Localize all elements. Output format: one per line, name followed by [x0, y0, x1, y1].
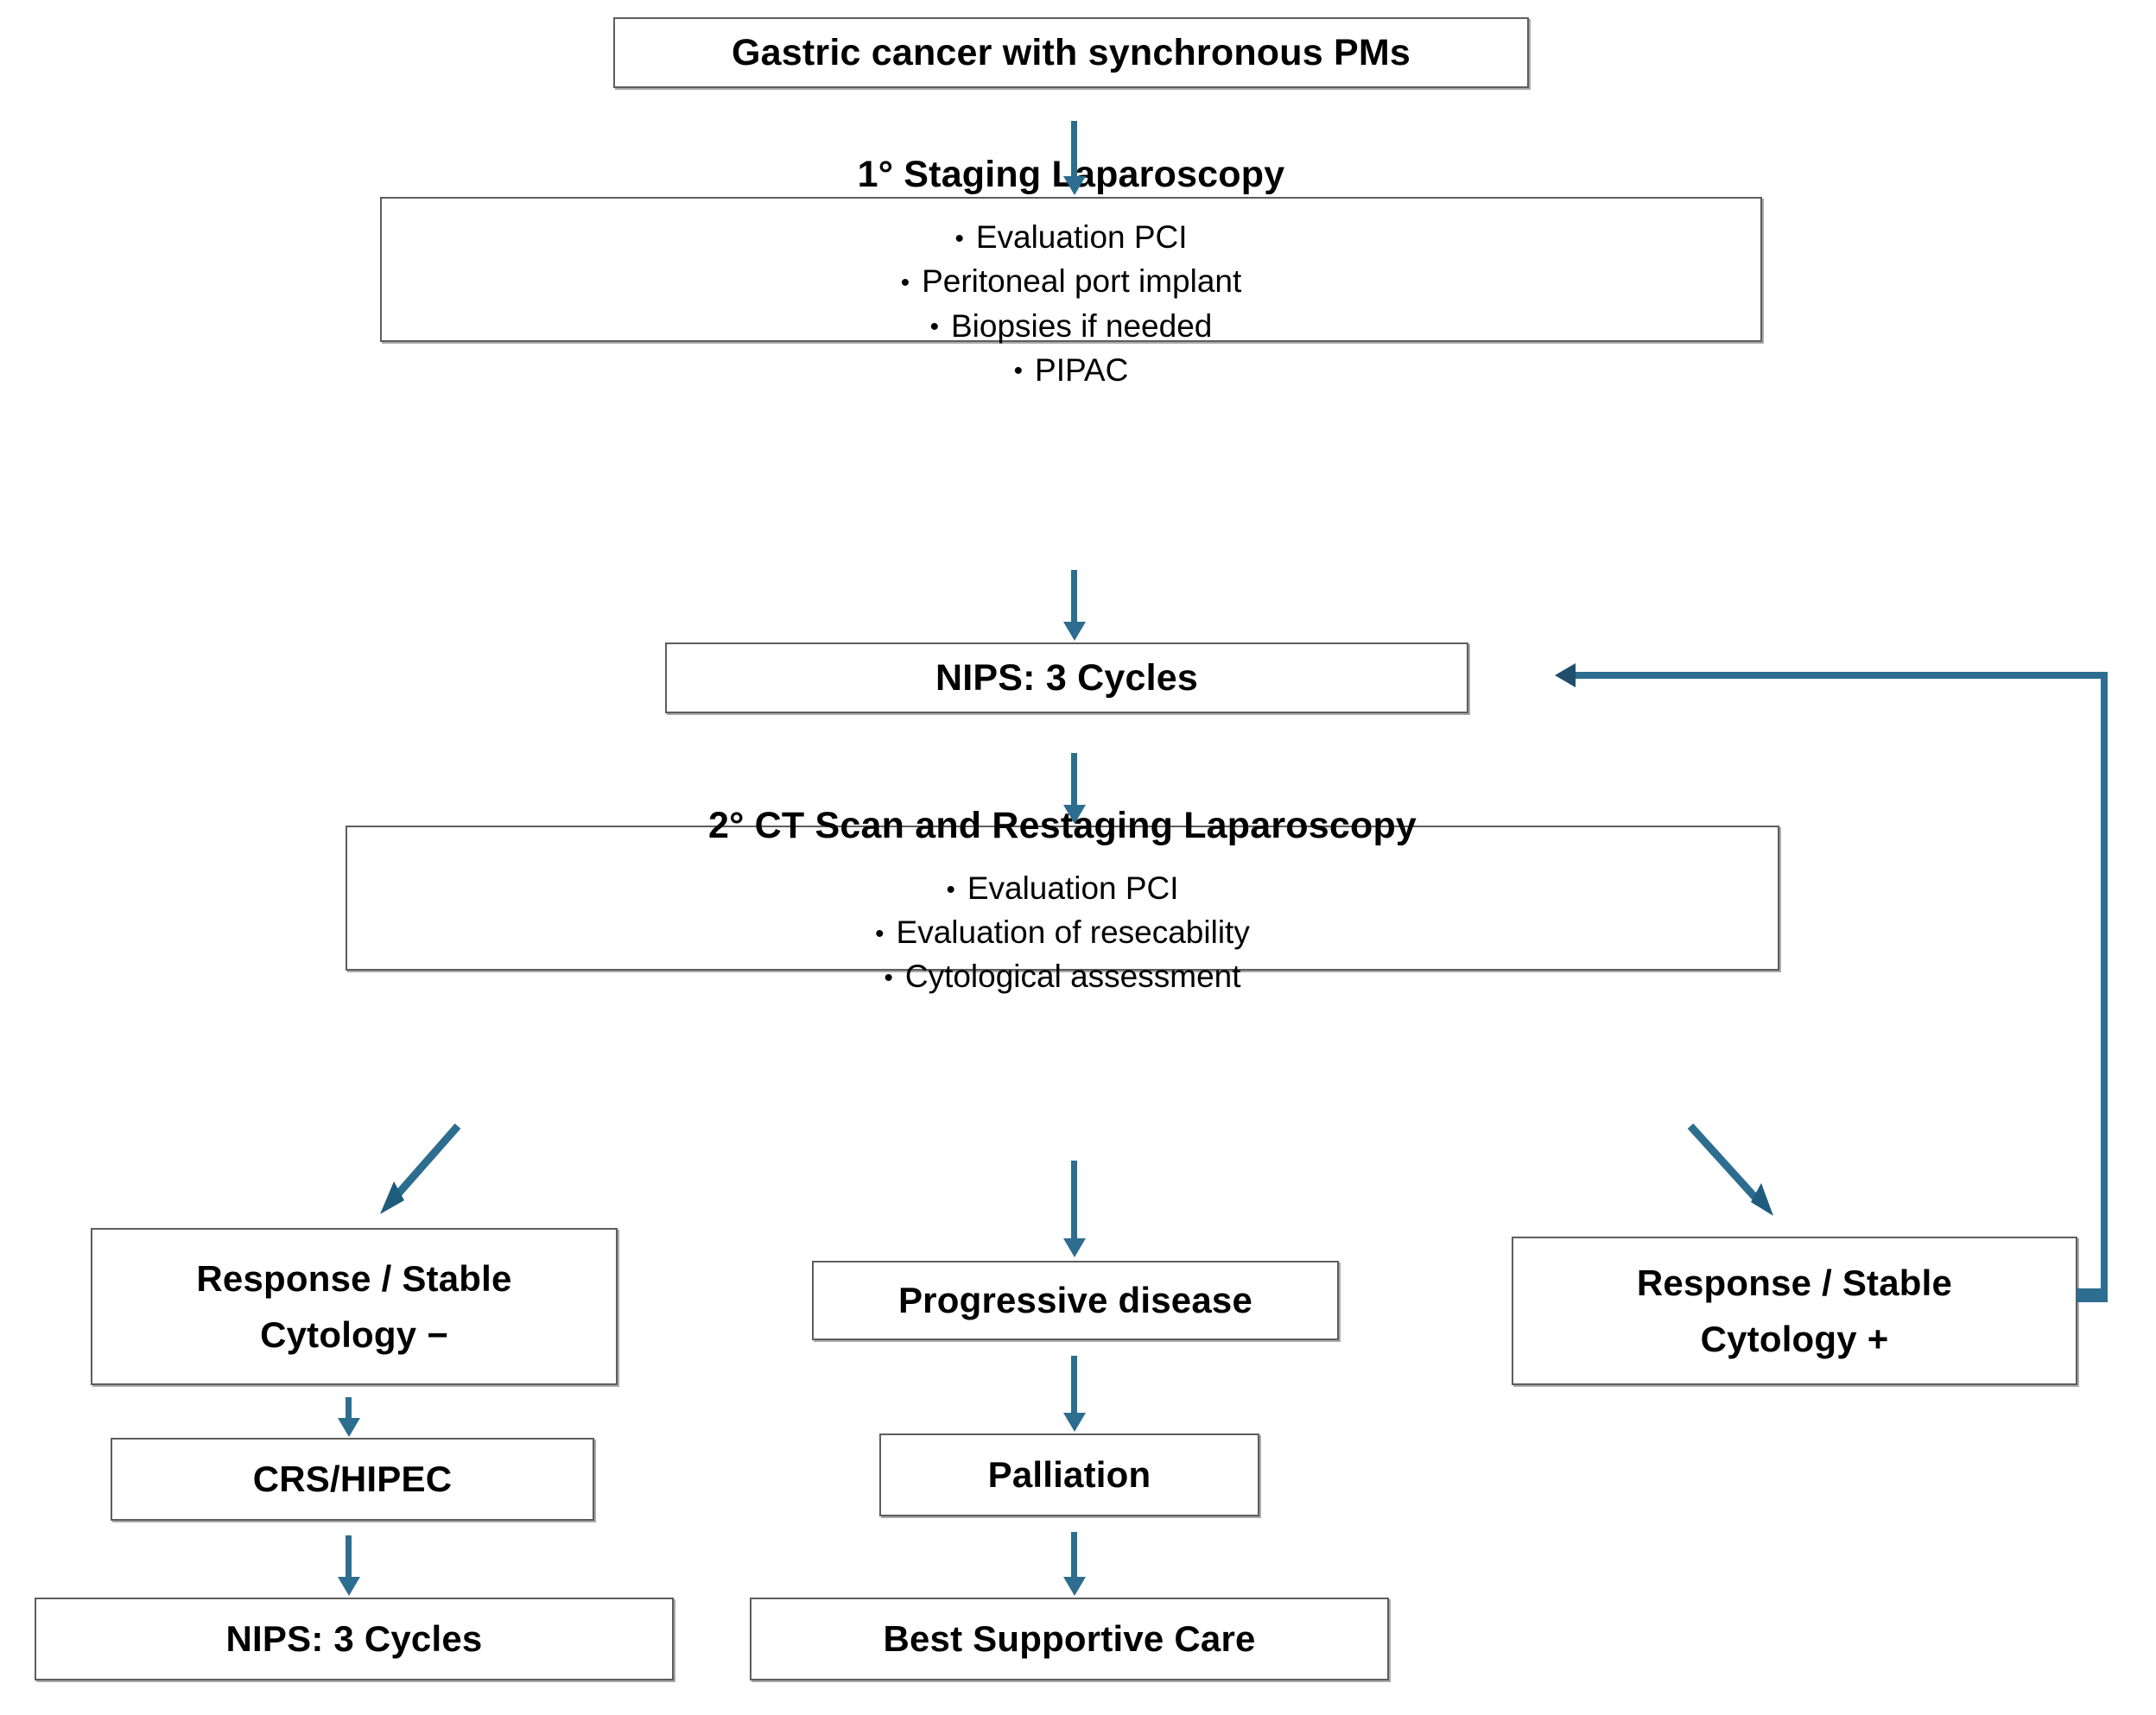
node-resp-pos-line1: Response / Stable: [1636, 1262, 1953, 1303]
arrow-ct-to-response-positive: [1687, 1123, 1773, 1216]
node-progressive-disease-label: Progressive disease: [897, 1280, 1253, 1320]
arrow-nips1-to-ct: [1071, 753, 1077, 807]
node-response-stable-cytology-negative: Response / Stable Cytology −: [91, 1228, 618, 1385]
staging-bullet-item: Peritoneal port implant: [382, 259, 1760, 303]
node-nips-second-label: NIPS: 3 Cycles: [225, 1618, 483, 1659]
arrow-respneg-to-crs: [346, 1397, 352, 1420]
node-palliation: Palliation: [879, 1433, 1259, 1516]
arrow-gastric-to-staging: [1071, 121, 1077, 178]
node-nips-3-cycles-second: NIPS: 3 Cycles: [35, 1598, 674, 1680]
node-best-supportive-care: Best Supportive Care: [750, 1598, 1389, 1680]
ct-bullet-item: Evaluation PCI: [347, 866, 1778, 910]
node-resp-pos-line2: Cytology +: [1700, 1319, 1889, 1359]
staging-bullet-list: Evaluation PCI Peritoneal port implant B…: [382, 215, 1760, 391]
arrow-palliation-to-bsc: [1071, 1532, 1077, 1579]
arrow-crs-to-nips2: [346, 1535, 352, 1579]
staging-bullet-item: PIPAC: [382, 348, 1760, 392]
feedback-loop-stub-to-response-positive: [2077, 1288, 2108, 1302]
ct-bullet-item: Cytological assessment: [347, 954, 1778, 998]
arrow-ct-to-response-negative: [380, 1123, 461, 1214]
arrow-progressive-to-palliation: [1071, 1356, 1077, 1414]
staging-bullet-item: Biopsies if needed: [382, 304, 1760, 348]
node-best-supportive-care-label: Best Supportive Care: [883, 1618, 1256, 1659]
feedback-loop-arrowhead: [1555, 663, 1576, 687]
node-nips-3-cycles-first: NIPS: 3 Cycles: [665, 642, 1468, 713]
node-gastric-cancer-label: Gastric cancer with synchronous PMs: [731, 31, 1411, 73]
arrow-staging-to-nips1: [1071, 570, 1077, 623]
feedback-loop-vertical-segment: [2101, 672, 2108, 1295]
node-palliation-label: Palliation: [987, 1454, 1151, 1495]
arrow-ct-to-progressive: [1071, 1161, 1077, 1240]
staging-bullet-item: Evaluation PCI: [382, 215, 1760, 259]
node-primary-staging-laparoscopy: 1° Staging Laparoscopy Evaluation PCI Pe…: [380, 154, 1762, 388]
node-resp-neg-line1: Response / Stable: [196, 1257, 512, 1299]
ct-bullet-item: Evaluation of resecability: [347, 910, 1778, 954]
node-secondary-ct-restaging-laparoscopy: 2° CT Scan and Restaging Laparoscopy Eva…: [346, 805, 1779, 994]
node-gastric-cancer: Gastric cancer with synchronous PMs: [613, 17, 1529, 88]
node-crs-hipec-label: CRS/HIPEC: [252, 1459, 453, 1499]
node-nips-first-label: NIPS: 3 Cycles: [935, 656, 1198, 699]
node-crs-hipec: CRS/HIPEC: [111, 1438, 594, 1521]
feedback-loop-horizontal-segment: [1572, 672, 2108, 679]
ct-bullet-list: Evaluation PCI Evaluation of resecabilit…: [347, 866, 1778, 998]
node-response-stable-cytology-positive: Response / Stable Cytology +: [1512, 1237, 2077, 1385]
node-resp-neg-line2: Cytology −: [260, 1314, 448, 1355]
node-progressive-disease: Progressive disease: [812, 1261, 1339, 1340]
